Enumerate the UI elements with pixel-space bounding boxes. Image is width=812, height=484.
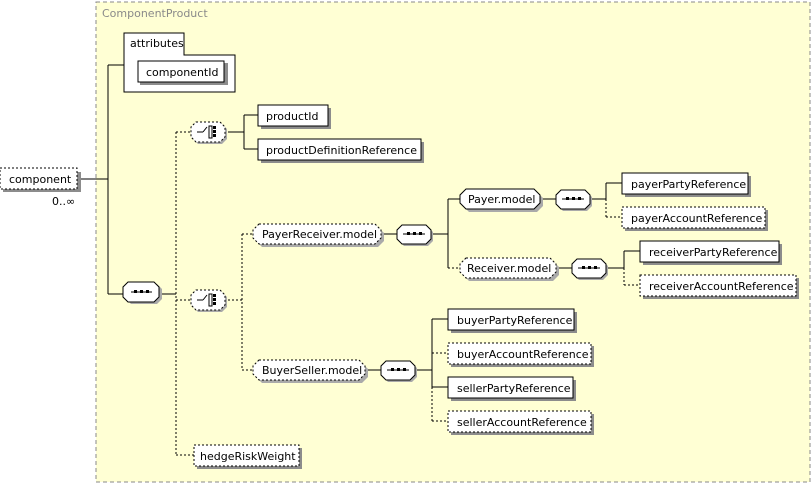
group-payer-receiver-model[interactable]: PayerReceiver.model	[252, 223, 384, 247]
group-receiver-model[interactable]: Receiver.model	[459, 257, 559, 281]
group-buyer-seller-model[interactable]: BuyerSeller.model	[252, 359, 368, 383]
element-label: receiverAccountReference	[649, 280, 794, 293]
element-sellerPartyReference[interactable]: sellerPartyReference	[447, 376, 576, 401]
element-label: hedgeRiskWeight	[200, 450, 296, 463]
group-label: Payer.model	[468, 193, 535, 206]
element-label: payerPartyReference	[631, 178, 746, 191]
root-multiplicity: 0..∞	[52, 195, 75, 208]
diagram-title: ComponentProduct	[102, 7, 208, 20]
element-label: sellerAccountReference	[457, 416, 587, 429]
element-label: buyerPartyReference	[457, 314, 573, 327]
group-label: Receiver.model	[467, 262, 551, 275]
element-receiverPartyReference[interactable]: receiverPartyReference	[639, 240, 782, 265]
element-receiverAccountReference[interactable]: receiverAccountReference	[639, 274, 799, 299]
element-buyerAccountReference[interactable]: buyerAccountReference	[447, 342, 594, 367]
choice-compositor-icon[interactable]	[190, 289, 227, 312]
attributes-header: attributes	[130, 37, 184, 50]
group-payer-model[interactable]: Payer.model	[459, 188, 543, 212]
choice-compositor-icon[interactable]	[190, 121, 227, 144]
sequence-compositor-icon[interactable]	[122, 281, 162, 304]
element-buyerPartyReference[interactable]: buyerPartyReference	[447, 308, 577, 333]
element-sellerAccountReference[interactable]: sellerAccountReference	[447, 410, 594, 435]
element-label: productId	[266, 110, 319, 123]
element-label: sellerPartyReference	[457, 382, 571, 395]
element-label: buyerAccountReference	[457, 348, 589, 361]
attributes-box[interactable]: attributes componentId	[123, 32, 236, 93]
element-label: payerAccountReference	[631, 212, 763, 225]
sequence-compositor-icon[interactable]	[396, 224, 433, 246]
root-element-label: component	[9, 173, 72, 186]
attribute-componentId: componentId	[146, 66, 218, 79]
element-hedgeRiskWeight[interactable]: hedgeRiskWeight	[193, 444, 302, 469]
element-productId[interactable]: productId	[257, 104, 331, 129]
element-label: productDefinitionReference	[266, 144, 417, 157]
sequence-compositor-icon[interactable]	[571, 258, 608, 280]
group-label: BuyerSeller.model	[262, 364, 362, 377]
element-label: receiverPartyReference	[649, 246, 778, 259]
sequence-compositor-icon[interactable]	[555, 189, 592, 211]
sequence-compositor-icon[interactable]	[380, 360, 417, 382]
element-payerAccountReference[interactable]: payerAccountReference	[621, 206, 768, 231]
element-productDefinitionReference[interactable]: productDefinitionReference	[257, 138, 424, 163]
root-element-component[interactable]: component	[0, 167, 81, 192]
group-label: PayerReceiver.model	[262, 228, 377, 241]
element-payerPartyReference[interactable]: payerPartyReference	[621, 172, 751, 197]
